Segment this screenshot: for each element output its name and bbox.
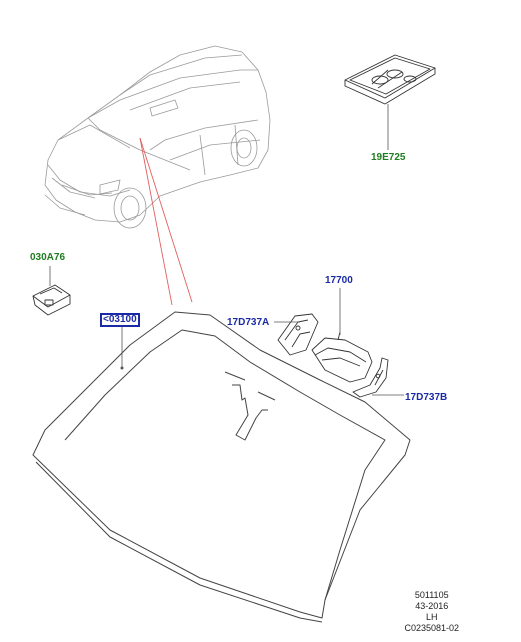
footer-line-3: LH: [425, 612, 438, 622]
reference-footer: 5011105 43-2016 LH C0235081-02: [404, 590, 459, 634]
mirror-cover-left-part: [277, 313, 319, 356]
callout-windscreen[interactable]: <03100: [100, 313, 140, 327]
footer-line-4: C0235081-02: [404, 623, 459, 633]
bracket-left-part: [32, 284, 71, 316]
callout-upper-kit[interactable]: 19E725: [371, 152, 406, 163]
vehicle-illustration: [44, 45, 271, 229]
windscreen-part: [32, 311, 411, 623]
footer-line-2: 43-2016: [415, 601, 449, 611]
mirror-part: [311, 331, 373, 383]
upper-kit-part: [344, 54, 436, 105]
callout-bracket-left[interactable]: 030A76: [30, 252, 66, 263]
footer-line-1: 5011105: [414, 590, 449, 600]
leader-windscreen-dot: [120, 366, 124, 370]
mirror-cover-right-part: [352, 357, 389, 398]
callout-mirror-cover-left[interactable]: 17D737A: [227, 317, 270, 328]
red-pointer-lines: [139, 137, 193, 306]
callout-mirror[interactable]: 17700: [325, 275, 353, 286]
callout-mirror-cover-right[interactable]: 17D737B: [405, 392, 448, 403]
